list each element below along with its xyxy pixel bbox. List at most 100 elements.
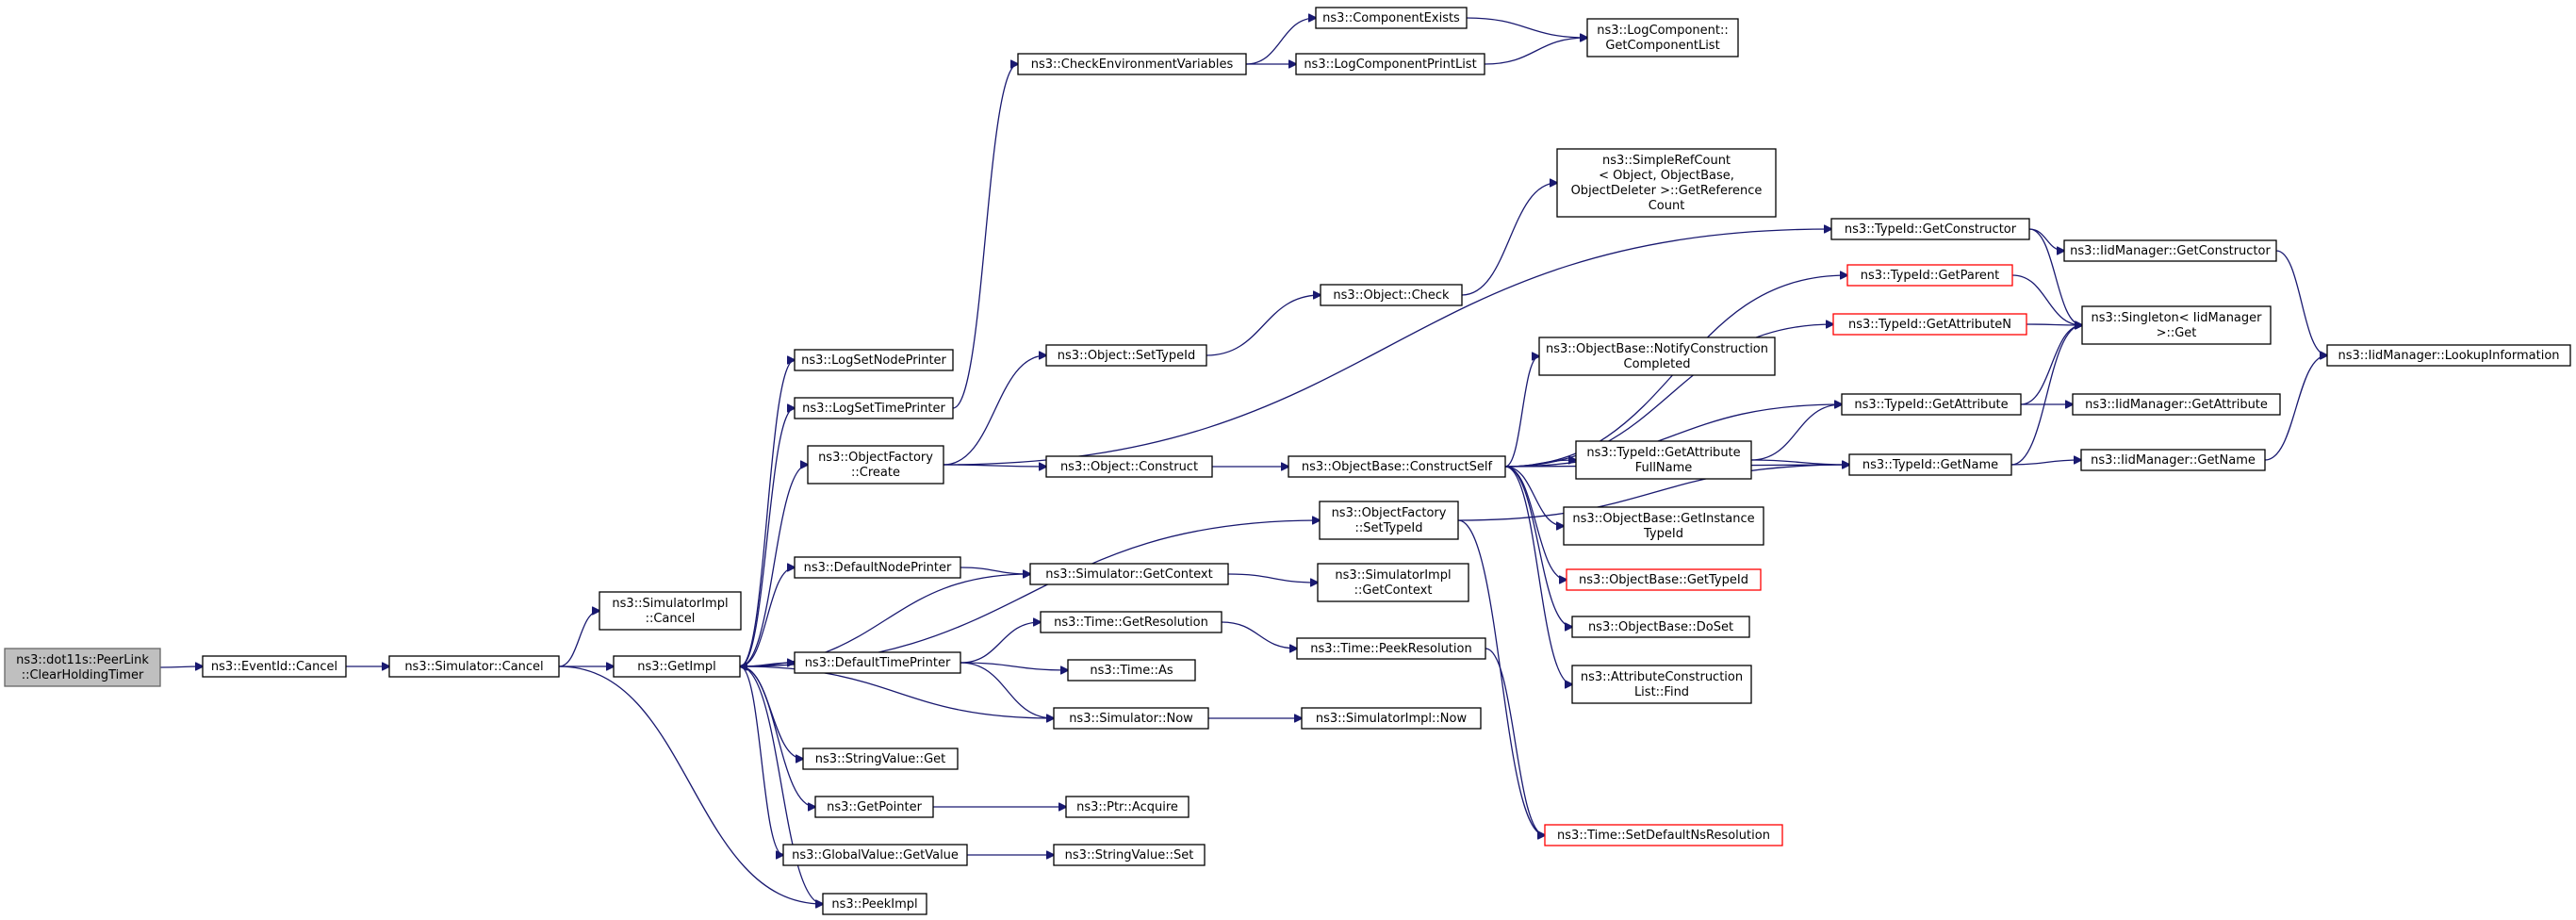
edge-iid-getname-to-iid-lookupinfo [2264,355,2327,461]
node-box [1315,7,1468,29]
node-iid-getconstructor[interactable]: ns3::IidManager::GetConstructor [2063,239,2277,262]
node-typeid-getconstructor[interactable]: ns3::TypeId::GetConstructor [1830,218,2030,240]
edge-iid-getconstructor-to-iid-lookupinfo [2275,250,2327,355]
node-box [1301,707,1482,730]
node-logcomp-getlist[interactable]: ns3::LogComponent::GetComponentList [1586,18,1739,58]
node-getimpl[interactable]: ns3::GetImpl [613,655,741,678]
node-label: >::Get [2157,326,2197,340]
node-time-as[interactable]: ns3::Time::As [1067,659,1196,682]
node-box [1029,563,1229,585]
node-box [1053,707,1209,730]
edge-objbase-constructself-to-attrconstructionlist-find [1504,466,1572,684]
edges-layer [159,18,2327,904]
node-sim-now[interactable]: ns3::Simulator::Now [1053,707,1209,730]
node-label: ns3::Time::SetDefaultNsResolution [1557,829,1770,843]
node-label: ns3::ObjectBase::NotifyConstruction [1546,342,1768,356]
node-label: ns3::ObjectBase::GetTypeId [1579,573,1748,587]
node-label: ns3::Time::As [1090,664,1173,678]
node-root[interactable]: ns3::dot11s::PeerLink::ClearHoldingTimer [4,648,161,687]
edge-typeid-getattribute-to-singleton-get [2020,325,2082,405]
node-object-settypeid[interactable]: ns3::Object::SetTypeId [1045,344,1207,367]
edge-typeid-getattrfullname-to-typeid-getattribute [1750,404,1842,461]
node-box [1319,501,1459,540]
node-label: ns3::SimulatorImpl::Now [1316,712,1468,726]
node-stringvalue-set[interactable]: ns3::StringValue::Set [1053,844,1206,866]
node-objfactory-settypeid[interactable]: ns3::ObjectFactory::SetTypeId [1319,501,1459,540]
node-singleton-get[interactable]: ns3::Singleton< IidManager>::Get [2081,305,2272,345]
node-sim-getcontext[interactable]: ns3::Simulator::GetContext [1029,563,1229,585]
node-box [794,349,954,371]
node-box [1040,611,1222,633]
edge-objbase-constructself-to-objbase-notify [1504,356,1539,468]
node-iid-getname[interactable]: ns3::IidManager::GetName [2080,449,2266,471]
node-typeid-getattributen[interactable]: ns3::TypeId::GetAttributeN [1832,313,2027,336]
node-simimpl-now[interactable]: ns3::SimulatorImpl::Now [1301,707,1482,730]
node-simimpl-getcontext[interactable]: ns3::SimulatorImpl::GetContext [1317,563,1469,602]
node-label: List::Find [1634,685,1689,699]
node-peekimpl[interactable]: ns3::PeekImpl [822,893,927,915]
edge-defaulttimeprinter-to-time-getresolution [960,622,1041,664]
node-ptr-acquire[interactable]: ns3::Ptr::Acquire [1065,796,1190,818]
node-defaulttimeprinter[interactable]: ns3::DefaultTimePrinter [794,651,961,674]
edge-getimpl-to-getpointer [739,665,815,807]
edge-typeid-getconstructor-to-singleton-get [2028,228,2082,325]
node-objbase-gettypeid[interactable]: ns3::ObjectBase::GetTypeId [1566,568,1762,591]
node-box [1295,53,1485,75]
node-label: ns3::TypeId::GetAttributeN [1848,318,2011,332]
node-box [4,648,161,687]
node-box [2326,344,2571,367]
node-eventid-cancel[interactable]: ns3::EventId::Cancel [202,655,347,678]
node-label: ns3::ObjectFactory [1332,506,1447,520]
node-simimpl-cancel[interactable]: ns3::SimulatorImpl::Cancel [599,591,742,631]
node-objbase-doset[interactable]: ns3::ObjectBase::DoSet [1571,616,1750,638]
node-stringvalue-get[interactable]: ns3::StringValue::Get [802,748,959,770]
node-defaultnodeprinter[interactable]: ns3::DefaultNodePrinter [794,556,961,579]
node-typeid-getname[interactable]: ns3::TypeId::GetName [1848,453,2012,476]
edge-getimpl-to-peekimpl [739,665,823,904]
node-label: ::GetContext [1354,583,1433,598]
edge-objbase-constructself-to-objbase-gettypeid [1504,466,1567,580]
node-objfactory-create[interactable]: ns3::ObjectFactory::Create [807,445,944,485]
node-globalvalue-getvalue[interactable]: ns3::GlobalValue::GetValue [782,844,968,866]
node-box [802,748,959,770]
node-label: ns3::TypeId::GetConstructor [1845,222,2017,237]
node-object-check[interactable]: ns3::Object::Check [1320,284,1463,306]
edge-root-to-eventid-cancel [159,666,203,667]
node-typeid-getattribute[interactable]: ns3::TypeId::GetAttribute [1841,393,2022,416]
node-objbase-notify[interactable]: ns3::ObjectBase::NotifyConstructionCompl… [1538,337,1776,376]
node-logsetnodeprinter[interactable]: ns3::LogSetNodePrinter [794,349,954,371]
node-simplerefcount[interactable]: ns3::SimpleRefCount< Object, ObjectBase,… [1556,148,1777,218]
edge-getimpl-to-logsetnodeprinter [739,360,795,667]
node-object-construct[interactable]: ns3::Object::Construct [1045,455,1213,478]
edge-typeid-getname-to-singleton-get [2010,325,2082,466]
node-logcompprintlist[interactable]: ns3::LogComponentPrintList [1295,53,1485,75]
node-label: ns3::CheckEnvironmentVariables [1031,58,1234,72]
node-box [1538,337,1776,376]
node-componentexists[interactable]: ns3::ComponentExists [1315,7,1468,29]
node-iid-lookupinfo[interactable]: ns3::IidManager::LookupInformation [2326,344,2571,367]
node-iid-getattribute[interactable]: ns3::IidManager::GetAttribute [2072,393,2281,416]
node-logsettimeprinter[interactable]: ns3::LogSetTimePrinter [794,397,954,419]
node-label: ObjectDeleter >::GetReference [1571,184,1763,198]
node-objbase-constructself[interactable]: ns3::ObjectBase::ConstructSelf [1288,455,1506,478]
edge-objbase-constructself-to-objbase-getinstancetypeid [1504,466,1564,526]
edge-defaultnodeprinter-to-sim-getcontext [960,567,1030,574]
node-time-setdefaultnsres[interactable]: ns3::Time::SetDefaultNsResolution [1544,824,1783,846]
node-box [1563,506,1764,546]
node-box [613,655,741,678]
node-box [1317,563,1469,602]
edge-objfactory-create-to-typeid-getconstructor [943,229,1831,466]
node-label: ns3::LogComponent:: [1597,24,1729,38]
edge-object-settypeid-to-object-check [1206,295,1321,356]
node-typeid-getparent[interactable]: ns3::TypeId::GetParent [1846,264,2013,287]
node-sim-cancel[interactable]: ns3::Simulator::Cancel [388,655,560,678]
node-checkenv[interactable]: ns3::CheckEnvironmentVariables [1017,53,1247,75]
node-time-peekresolution[interactable]: ns3::Time::PeekResolution [1296,637,1486,660]
node-box [794,651,961,674]
node-time-getresolution[interactable]: ns3::Time::GetResolution [1040,611,1222,633]
node-getpointer[interactable]: ns3::GetPointer [814,796,934,818]
